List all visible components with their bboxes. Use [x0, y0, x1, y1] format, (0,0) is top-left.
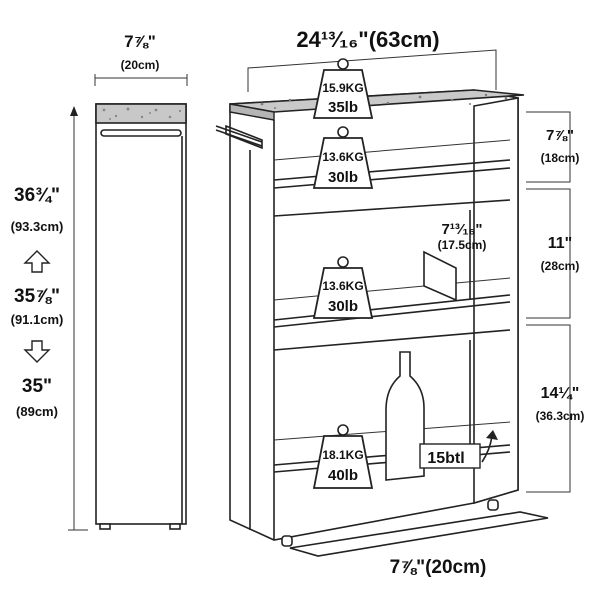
side-view: 7⅞" (20cm) 36¾" (93.3cm) 35⅞" (91.1cm) 3…: [11, 32, 188, 531]
tier-3-height-metric: (36.3cm): [536, 409, 585, 423]
tier-3-height-label: 14¼": [541, 385, 580, 402]
bottom-width-label: 7⅞"(20cm): [390, 557, 487, 578]
weight-icon: [312, 267, 374, 319]
tier-3-bracket: [526, 324, 571, 493]
tier-2-height-metric: (28cm): [541, 259, 580, 273]
weight-shelf-3-lb: 40lb: [328, 467, 358, 484]
cart-handle: [215, 124, 263, 150]
side-cart-top: [95, 103, 187, 124]
weight-shelf-1-kg: 13.6KG: [322, 150, 363, 164]
side-cart-body: [95, 103, 187, 525]
divider-metric: (17.5cm): [438, 238, 487, 252]
side-top-texture: [102, 107, 182, 120]
tier-heights: 7⅞" (18cm) 11" (28cm) 14¼" (36.3cm): [526, 111, 585, 493]
weight-top-kg: 15.9KG: [322, 81, 363, 95]
weight-badge-shelf-2: 13.6KG 30lb: [312, 256, 374, 319]
total-length-label: 24¹³⁄₁₆"(63cm): [296, 27, 439, 52]
height-mid-metric: (91.1cm): [11, 312, 64, 327]
cart-wheels: [281, 499, 499, 547]
total-length-bracket: [247, 49, 497, 92]
tier-2-bracket: [526, 188, 571, 319]
bottom-width-plate: [289, 511, 549, 557]
shelf-1: [273, 139, 511, 189]
weight-icon: [312, 137, 374, 189]
height-arrow-top: [70, 106, 78, 116]
side-handle: [100, 129, 182, 137]
tier-1-bracket: [526, 111, 571, 183]
height-max-label: 36¾": [14, 185, 60, 206]
weight-badge-top: 15.9KG 35lb: [312, 58, 374, 119]
side-foot-right: [169, 523, 181, 530]
height-max-metric: (93.3cm): [11, 219, 64, 234]
weight-shelf-2-lb: 30lb: [328, 298, 358, 315]
tier-1-height-metric: (18cm): [541, 151, 580, 165]
adjust-up-arrow-icon: [23, 250, 51, 273]
tier-2-height-label: 11": [548, 235, 573, 252]
weight-badge-shelf-3: 18.1KG 40lb: [312, 424, 374, 489]
weight-shelf-3-kg: 18.1KG: [322, 448, 363, 462]
wine-bottle-icon: [385, 351, 425, 481]
weight-badge-shelf-1: 13.6KG 30lb: [312, 126, 374, 189]
side-width-label: 7⅞": [124, 32, 156, 51]
side-width-metric: (20cm): [121, 58, 160, 72]
height-min-label: 35": [22, 376, 52, 397]
bottle-capacity-badge: 15btl: [419, 430, 498, 469]
front-view: 24¹³⁄₁₆"(63cm): [215, 27, 549, 578]
weight-top-lb: 35lb: [328, 99, 358, 116]
bottle-capacity-label: 15btl: [427, 450, 464, 467]
tier-1-height-label: 7⅞": [546, 127, 574, 144]
weight-shelf-2-kg: 13.6KG: [322, 279, 363, 293]
shelf-2: [273, 199, 511, 328]
side-foot-left: [99, 523, 111, 530]
shelf-divider: [423, 250, 457, 302]
adjust-down-arrow-icon: [23, 340, 51, 363]
weight-icon: [312, 435, 374, 489]
weight-shelf-1-lb: 30lb: [328, 169, 358, 186]
weight-icon: [312, 69, 374, 119]
height-mid-label: 35⅞": [14, 286, 60, 307]
cart-side-panel: [473, 97, 519, 505]
divider-label: 7¹³⁄₁₆": [442, 221, 483, 238]
height-min-metric: (89cm): [16, 404, 58, 419]
